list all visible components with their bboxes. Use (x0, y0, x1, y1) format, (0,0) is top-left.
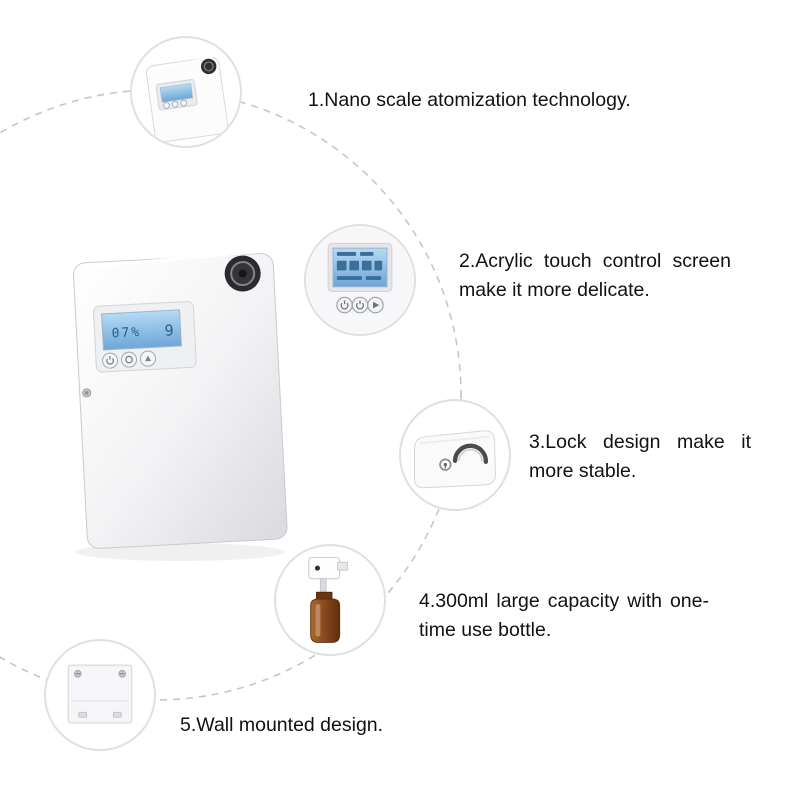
lcd-content-lines (336, 252, 383, 280)
feature-text-atomization: 1.Nano scale atomization technology. (308, 89, 631, 111)
feature-text-wall-mount: 5.Wall mounted design. (180, 714, 384, 736)
inset-photo-lock (399, 399, 511, 511)
power-button-icon (102, 352, 119, 369)
mini-aroma-outlet (200, 58, 217, 75)
aroma-outlet-knob (224, 255, 261, 292)
back-panel (67, 664, 133, 724)
inset-photo-touch-screen (304, 224, 416, 336)
mini-button-icon (180, 99, 187, 107)
touch-mode-button-icon (336, 296, 353, 314)
mount-slots (78, 711, 122, 718)
mode-button-icon (121, 351, 138, 368)
inset-photo-atomization (130, 36, 242, 148)
feature-text-capacity: 4.300ml large capacity with one-time use… (419, 590, 709, 642)
screw-holes (74, 670, 126, 678)
lcd-screen (101, 309, 182, 351)
inset-photo-wall-mount (44, 639, 156, 751)
device-top-highlight (82, 250, 259, 269)
device-shadow (76, 543, 284, 561)
up-arrow-glyph (145, 355, 152, 362)
product-photo-main: 07% 9 (52, 236, 308, 566)
side-air-hole-inner (84, 391, 89, 395)
mini-button-icon (163, 102, 170, 109)
feature-text-lock: 3.Lock design make it more stable. (529, 431, 751, 483)
mini-button-icon (171, 100, 179, 108)
feature-text-touch-screen: 2.Acrylic touch control screen make it m… (459, 250, 731, 302)
lcd-level-text: 9 (164, 321, 174, 339)
mini-lcd-screen (159, 83, 194, 103)
handle-arc (452, 443, 489, 464)
spray-pump-head (308, 557, 348, 592)
inset-photo-bottle (274, 544, 386, 656)
touch-power-button-icon (351, 296, 369, 314)
oil-bottle (310, 591, 341, 643)
lcd-status-text: 07% (111, 325, 141, 342)
bottle-highlight (315, 603, 321, 637)
device-body (73, 253, 288, 549)
play-glyph (373, 301, 380, 309)
handle-inner-line (458, 449, 483, 462)
